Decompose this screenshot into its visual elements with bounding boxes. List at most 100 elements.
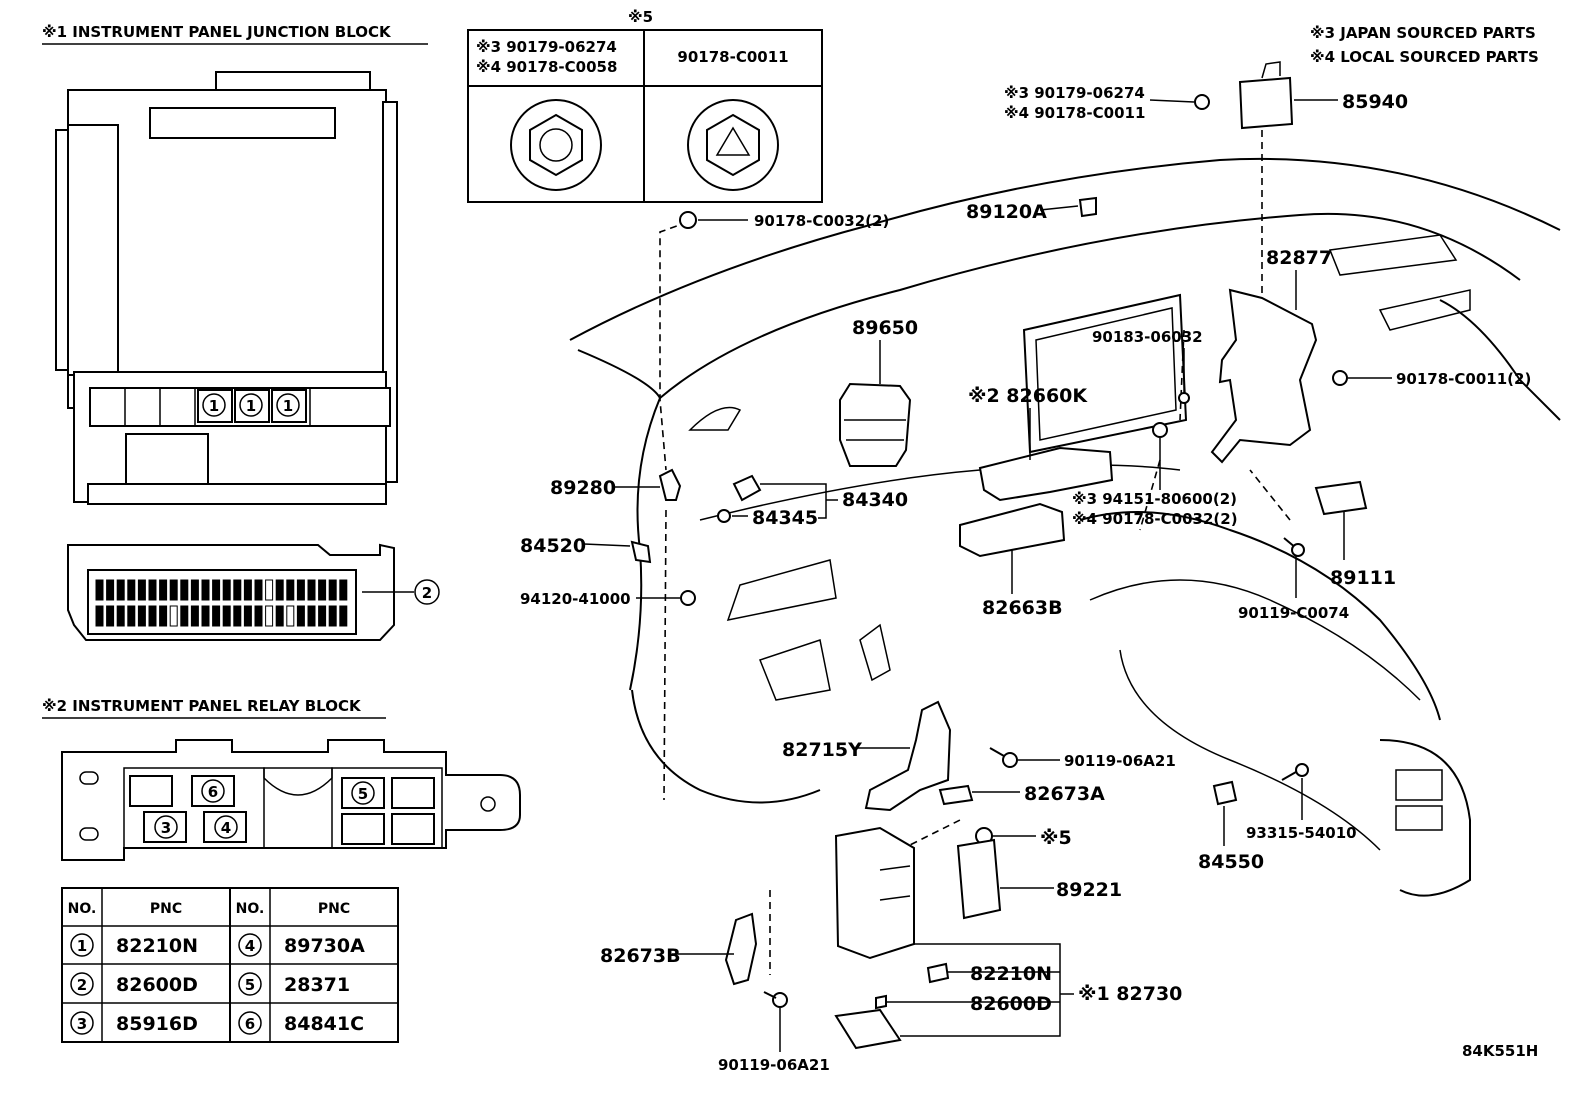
part-84340-switch: [732, 474, 762, 502]
pnc-value: 85916D: [116, 1013, 198, 1035]
connector-pin: [201, 605, 210, 627]
relay-mount-hole: [79, 827, 99, 841]
part-82673A: [938, 784, 974, 806]
nut-icon: [1178, 392, 1190, 404]
center-display: [1022, 293, 1188, 454]
pnc-no: 1: [77, 937, 87, 955]
assembly-lines: [659, 130, 1291, 975]
assembly-line: [1179, 329, 1185, 421]
nut-right-label: 90178-C0011: [677, 48, 788, 66]
connector-pin: [148, 579, 157, 601]
console-armrest: [1089, 579, 1421, 701]
jb-body: [67, 89, 387, 409]
connector-pin: [137, 579, 146, 601]
fuse-ref-mark: [202, 393, 226, 417]
jb-connector-pins: [95, 579, 348, 627]
diagram-id: 84K551H: [1462, 1042, 1538, 1060]
pnc-ref-circle: [70, 933, 94, 957]
connector-pin: [169, 579, 178, 601]
nut-tri-thread: [715, 126, 751, 156]
connector-pin: [318, 579, 327, 601]
note-japan-sourced: ※3 JAPAN SOURCED PARTS: [1310, 24, 1536, 42]
leader-line: [1149, 99, 1195, 103]
relay-block-group: ※2 INSTRUMENT PANEL RELAY BLOCK 6 3 4 5: [42, 697, 521, 861]
callout-89120A: 89120A: [966, 201, 1047, 223]
connector-pin: [127, 579, 136, 601]
part-84345: [717, 509, 731, 523]
connector-pin: [265, 579, 274, 601]
bolt-icon: [1281, 771, 1297, 781]
leader-line: [583, 543, 631, 547]
rear-vent: [1395, 769, 1443, 801]
callout-82673B: 82673B: [600, 945, 681, 967]
part-82877-bracket: [1210, 288, 1318, 464]
dashboard-outline: [569, 157, 1561, 897]
callout-90178-C0032b: ※4 90178-C0032(2): [1072, 510, 1238, 528]
right-vent: [1328, 234, 1458, 276]
jb-label-plate: [149, 107, 336, 139]
rear-vent: [1395, 805, 1443, 831]
dash-switch-panel: [859, 623, 891, 682]
dash-switch-panel: [759, 639, 831, 701]
relay-ref-text-5: 5: [358, 785, 368, 803]
connector-pin: [95, 579, 104, 601]
callout-labels: 85940 ※3 90179-06274 ※4 90178-C0011 8912…: [520, 84, 1538, 1074]
connector-pin: [233, 579, 242, 601]
part-82600D: [875, 994, 887, 1010]
connector-pin: [222, 605, 231, 627]
callout-85940-alt1: ※3 90179-06274: [1004, 84, 1145, 102]
nut-icon: [1332, 370, 1348, 386]
pnc-header: NO.: [68, 901, 97, 917]
bolt-head: [772, 992, 788, 1008]
fuse-ref-mark: [239, 393, 263, 417]
assembly-line: [1139, 459, 1161, 531]
connector-pin: [307, 605, 316, 627]
connector-pin: [265, 605, 274, 627]
hex-nut: [706, 113, 760, 177]
part-82660K-relay-block: [978, 446, 1114, 502]
part-85940-tab: [1261, 61, 1281, 79]
connector-pin: [212, 579, 221, 601]
connector-pin: [233, 605, 242, 627]
connector-pin: [339, 579, 348, 601]
callout-90178-C0011-2: 90178-C0011(2): [1396, 370, 1531, 388]
nut-icon: [1194, 94, 1210, 110]
part-82730-junction-block: [834, 826, 915, 960]
callout-84520: 84520: [520, 535, 586, 557]
hex-nut: [529, 113, 583, 177]
callout-90119-06A21a: 90119-06A21: [1064, 752, 1176, 770]
callout-82877: 82877: [1266, 247, 1332, 269]
pnc-no: 5: [245, 976, 255, 994]
pnc-ref-circle: [238, 972, 262, 996]
connector-pin: [190, 579, 199, 601]
callout-85940-alt2: ※4 90178-C0011: [1004, 104, 1145, 122]
connector-pin: [212, 605, 221, 627]
connector-pin: [106, 579, 115, 601]
connector-pin: [116, 579, 125, 601]
callout-90119-06A21b: 90119-06A21: [718, 1056, 830, 1074]
connector-pin: [275, 605, 284, 627]
fuse-ref-mark-text: 1: [246, 397, 256, 415]
pnc-value: 84841C: [284, 1013, 364, 1035]
relay-ref-text-3: 3: [161, 819, 171, 837]
pnc-no: 4: [245, 937, 255, 955]
connector-pin: [180, 605, 189, 627]
relay-slot-6: [191, 775, 235, 807]
callout-82673A: 82673A: [1024, 783, 1105, 805]
relay-ref-mark: [351, 781, 375, 805]
connector-pin: [180, 579, 189, 601]
nut-thread: [539, 128, 573, 162]
assembly-line: [1249, 469, 1291, 521]
nut-left-line1: ※3 90179-06274: [476, 38, 617, 56]
junction-block-bottom-view: 2: [67, 543, 440, 641]
part-82600D-cover: [834, 1008, 902, 1050]
part-82715Y-bracket: [864, 700, 952, 812]
relay-ref-mark: [154, 815, 178, 839]
connector-ref-mark: [414, 579, 440, 605]
callout-89221: 89221: [1056, 879, 1122, 901]
junction-block-front-view: 1 1 1: [55, 71, 398, 505]
jb-left-panel: [67, 124, 119, 376]
callout-84345: 84345: [752, 507, 818, 529]
jb-base: [87, 483, 387, 505]
rear-console: [1379, 739, 1471, 897]
